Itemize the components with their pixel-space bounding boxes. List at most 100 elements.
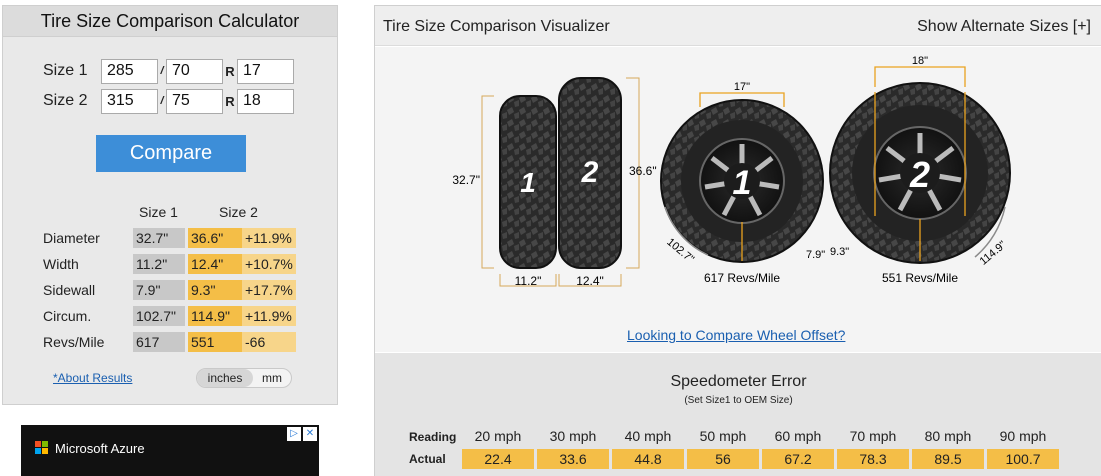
results-row: Diameter 32.7"36.6"+11.9%: [43, 228, 296, 248]
actual-label: Actual: [409, 452, 446, 466]
ad-info-icon[interactable]: ▷: [287, 427, 301, 441]
visualizer-title: Tire Size Comparison Visualizer: [383, 18, 610, 35]
size2-row: Size 2 / R: [43, 88, 294, 114]
front-2-sidewall-label: 9.3": [830, 246, 849, 258]
results-size2-value: 9.3": [188, 280, 242, 300]
speedometer-actual-cell: 44.8: [612, 449, 684, 469]
microsoft-logo-icon: [35, 441, 49, 455]
speedometer-title: Speedometer Error: [670, 373, 807, 390]
size1-width-input[interactable]: [101, 58, 158, 84]
side-tire-2: 2: [558, 77, 622, 269]
speedometer-reading-cell: 70 mph: [849, 428, 897, 444]
front-1-revs-label: 617 Revs/Mile: [704, 271, 780, 285]
results-size2-value: 551: [188, 332, 242, 352]
front-tire-1-number: 1: [733, 164, 752, 202]
results-size1-value: 617: [133, 332, 185, 352]
visualizer-header: Tire Size Comparison Visualizer Show Alt…: [375, 6, 1101, 46]
speedometer-reading-cell: 30 mph: [549, 428, 597, 444]
side-width-1-label: 11.2": [515, 274, 542, 288]
compare-wheel-offset-link[interactable]: Looking to Compare Wheel Offset?: [627, 327, 846, 343]
results-size2-value: 114.9": [188, 306, 242, 326]
speedometer-actual-cell: 67.2: [762, 449, 834, 469]
side-dimension-lines: [481, 77, 640, 287]
front-2-revs-label: 551 Revs/Mile: [882, 271, 958, 285]
results-diff-value: +11.9%: [242, 306, 296, 326]
size1-r: R: [225, 63, 235, 79]
size1-aspect-input[interactable]: [166, 58, 223, 84]
side-tire-1-number: 1: [520, 167, 536, 198]
size1-label: Size 1: [43, 62, 88, 79]
front-2-dimension-lines: [874, 66, 966, 261]
results-row-label: Sidewall: [43, 282, 96, 298]
show-alternate-sizes-link[interactable]: Show Alternate Sizes [+]: [917, 18, 1091, 35]
speedometer-actual-cell: 89.5: [912, 449, 984, 469]
ad-banner[interactable]: Microsoft Azure ▷ ✕: [21, 425, 319, 476]
size2-slash: /: [160, 95, 164, 107]
size1-rim-input[interactable]: [237, 58, 294, 84]
tire-diagram-area: 1 2 32.7" 36.6" 11.2" 12.4": [375, 47, 1101, 352]
speedometer-actual-cell: 78.3: [837, 449, 909, 469]
speedometer-reading-cell: 90 mph: [999, 428, 1047, 444]
speedometer-reading-cell: 60 mph: [774, 428, 822, 444]
results-size1-value: 11.2": [133, 254, 185, 274]
speedometer-error-section: Speedometer Error (Set Size1 to OEM Size…: [375, 353, 1101, 476]
front-1-rim-label: 17": [734, 81, 750, 93]
results-size1-value: 32.7": [133, 228, 185, 248]
front-1-dimension-lines: [699, 92, 785, 261]
speedometer-actual-cell: 56: [687, 449, 759, 469]
side-height-2-label: 36.6": [629, 164, 657, 178]
size2-aspect-input[interactable]: [166, 88, 223, 114]
results-row: Sidewall 7.9"9.3"+17.7%: [43, 280, 296, 300]
speedometer-subtitle: (Set Size1 to OEM Size): [684, 395, 793, 406]
size2-label: Size 2: [43, 92, 88, 109]
side-width-2-label: 12.4": [576, 274, 604, 288]
results-diff-value: +10.7%: [242, 254, 296, 274]
results-size1-value: 102.7": [133, 306, 185, 326]
speedometer-actual-cell: 33.6: [537, 449, 609, 469]
results-diff-value: +11.9%: [242, 228, 296, 248]
results-head-size1: Size 1: [139, 204, 178, 220]
unit-toggle[interactable]: inches mm: [196, 368, 292, 388]
unit-inches-option[interactable]: inches: [197, 369, 253, 387]
speedometer-reading-cell: 20 mph: [474, 428, 522, 444]
speedometer-reading-cell: 50 mph: [699, 428, 747, 444]
calculator-panel: Tire Size Comparison Calculator Size 1 /…: [2, 5, 338, 405]
size1-slash: /: [160, 65, 164, 77]
size2-r: R: [225, 93, 235, 109]
results-row: Width 11.2"12.4"+10.7%: [43, 254, 296, 274]
speedometer-actual-cell: 100.7: [987, 449, 1059, 469]
front-tire-1: 1: [660, 99, 824, 263]
results-diff-value: -66: [242, 332, 296, 352]
ad-close-icon[interactable]: ✕: [303, 427, 317, 441]
about-results-link[interactable]: *About Results: [53, 371, 133, 385]
results-row: Circum. 102.7"114.9"+11.9%: [43, 306, 296, 326]
size2-rim-input[interactable]: [237, 88, 294, 114]
ad-text: Microsoft Azure: [55, 441, 145, 456]
side-height-1-label: 32.7": [452, 173, 480, 187]
speedometer-reading-cell: 40 mph: [624, 428, 672, 444]
unit-mm-option[interactable]: mm: [262, 371, 282, 385]
compare-button[interactable]: Compare: [96, 135, 246, 172]
speedometer-reading-cell: 80 mph: [924, 428, 972, 444]
results-row-label: Diameter: [43, 230, 100, 246]
side-tire-2-number: 2: [581, 156, 599, 189]
reading-label: Reading: [409, 430, 457, 444]
results-diff-value: +17.7%: [242, 280, 296, 300]
front-1-sidewall-label: 7.9": [806, 249, 825, 261]
calculator-title: Tire Size Comparison Calculator: [3, 6, 337, 37]
tire-comparison-diagram: 1 2 32.7" 36.6" 11.2" 12.4": [452, 55, 1011, 288]
front-2-rim-label: 18": [912, 55, 928, 67]
results-size2-value: 36.6": [188, 228, 242, 248]
results-size2-value: 12.4": [188, 254, 242, 274]
results-size1-value: 7.9": [133, 280, 185, 300]
results-row-label: Circum.: [43, 308, 92, 324]
speedometer-actual-cell: 22.4: [462, 449, 534, 469]
size2-width-input[interactable]: [101, 88, 158, 114]
visualizer-panel: Tire Size Comparison Visualizer Show Alt…: [374, 5, 1101, 476]
front-tire-2-number: 2: [909, 154, 930, 195]
results-row-label: Width: [43, 256, 79, 272]
front-2-circ-label: 114.9": [978, 239, 1009, 268]
results-head-size2: Size 2: [219, 204, 258, 220]
side-tire-1: 1: [499, 95, 557, 269]
